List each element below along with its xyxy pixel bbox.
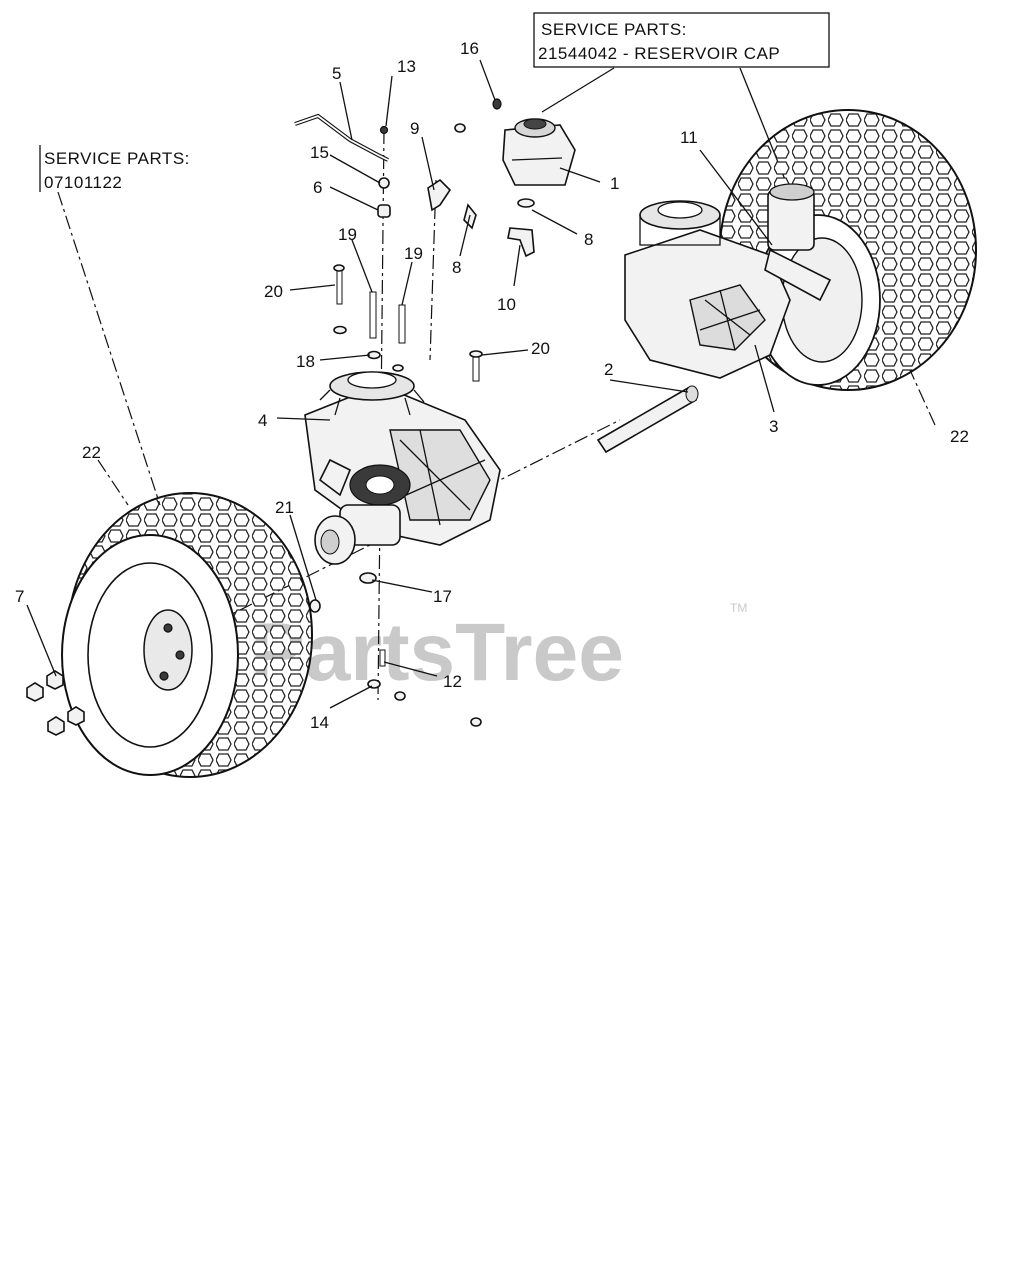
service-parts-wheel: SERVICE PARTS: 07101122: [39, 145, 190, 192]
callout-21: 21: [275, 498, 294, 517]
rod-5: [294, 113, 389, 162]
nut-bottom-1: [394, 691, 406, 701]
center-line-vertical-2: [429, 179, 437, 361]
callout-11: 11: [680, 128, 698, 147]
callout-19-left: 19: [338, 225, 357, 244]
service-parts-wheel-heading: SERVICE PARTS:: [44, 149, 190, 168]
callout-22-right: 22: [950, 427, 969, 446]
callout-8-right: 8: [584, 230, 593, 249]
callout-8-left: 8: [452, 258, 461, 277]
washer-right: [392, 364, 404, 372]
callout-1: 1: [610, 174, 619, 193]
bolt-20-left: [333, 264, 345, 305]
callout-10: 10: [497, 295, 516, 314]
key-21: [309, 599, 321, 613]
callout-2: 2: [604, 360, 613, 379]
service-parts-reservoir-heading: SERVICE PARTS:: [541, 20, 687, 39]
clamp-8-right: [517, 198, 535, 208]
fitting-9: [427, 178, 452, 212]
axle-tube: [596, 385, 699, 454]
service-parts-reservoir: SERVICE PARTS: 21544042 - RESERVOIR CAP: [533, 12, 830, 68]
leader-reservoir-left: [541, 67, 615, 113]
bolt-16: [492, 98, 502, 110]
washer-left: [333, 325, 347, 335]
callout-6: 6: [313, 178, 322, 197]
lug-nuts-left: [26, 670, 85, 736]
callout-12: 12: [443, 672, 462, 691]
pin-13: [379, 125, 389, 135]
callout-9: 9: [410, 119, 419, 138]
leader-lines: [26, 59, 936, 709]
service-parts-reservoir-detail: 21544042 - RESERVOIR CAP: [538, 44, 780, 63]
nut-top: [454, 123, 466, 133]
leader-wheel-left: [57, 191, 161, 506]
callout-5: 5: [332, 64, 341, 83]
callout-13: 13: [397, 57, 416, 76]
transaxle-right: [624, 183, 832, 379]
hose-10: [507, 227, 535, 258]
callout-14: 14: [310, 713, 329, 732]
washer-15: [378, 177, 390, 189]
callout-22-left: 22: [82, 443, 101, 462]
nut-bottom-2: [470, 717, 482, 727]
callout-15: 15: [310, 143, 329, 162]
wheel-left: [61, 492, 313, 778]
pin-12: [379, 649, 386, 667]
callout-3: 3: [769, 417, 778, 436]
reservoir: [502, 118, 576, 186]
callout-20-left: 20: [264, 282, 283, 301]
callout-7: 7: [15, 587, 24, 606]
bolts-19: [369, 291, 406, 344]
watermark-tm: TM: [730, 601, 747, 615]
callout-16: 16: [460, 39, 479, 58]
bolt-20-right: [469, 350, 483, 382]
callout-17: 17: [433, 587, 452, 606]
washer-17: [359, 572, 377, 584]
transaxle-left: [304, 371, 501, 565]
callout-4: 4: [258, 411, 267, 430]
watermark: PartsTree TM: [250, 601, 747, 698]
service-parts-wheel-detail: 07101122: [44, 173, 122, 192]
bushing-6: [377, 204, 391, 218]
callout-19-right: 19: [404, 244, 423, 263]
callout-20-right: 20: [531, 339, 550, 358]
callout-numbers: 1 2 3 4 5 6 7 8 8 9 10 11 12 13 14 15 16…: [15, 39, 969, 732]
callout-18: 18: [296, 352, 315, 371]
